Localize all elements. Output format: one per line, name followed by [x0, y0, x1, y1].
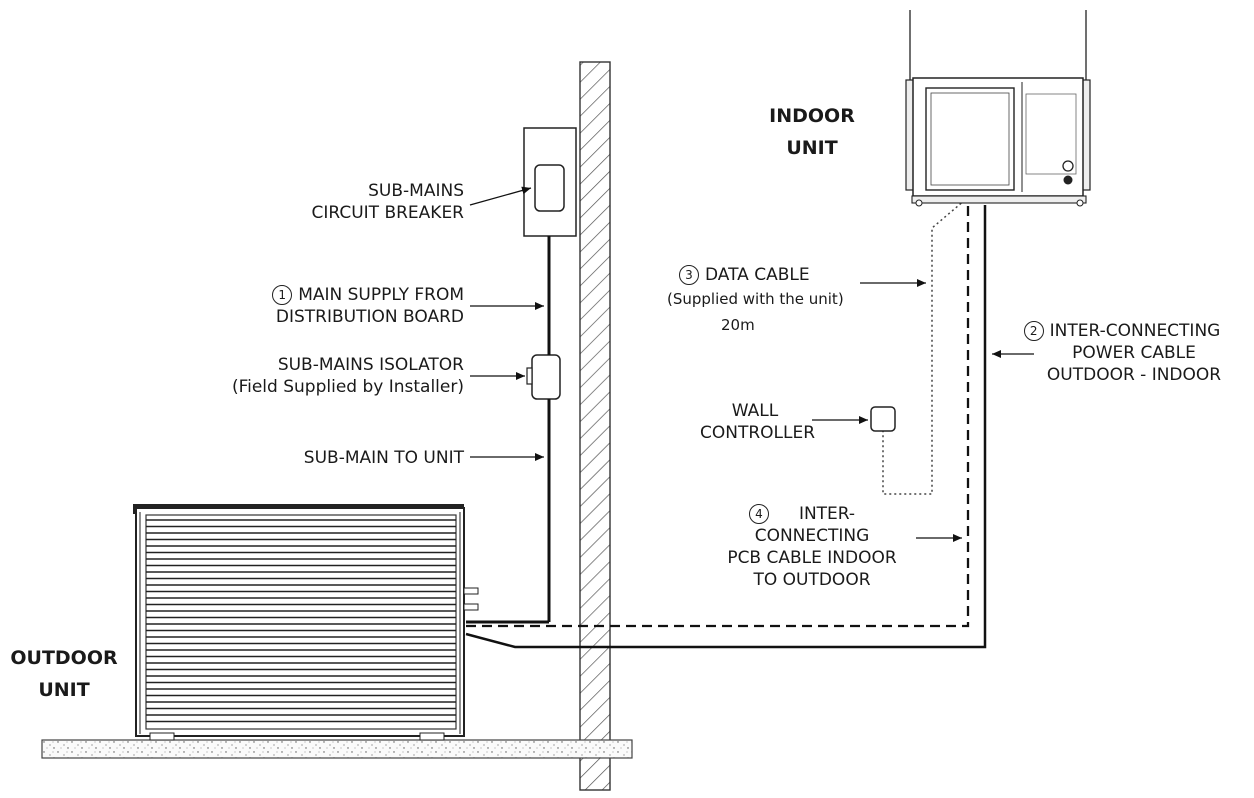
data-cable	[882, 199, 966, 495]
main-supply-text: MAIN SUPPLY FROM	[298, 285, 464, 305]
outdoor-unit-drawing	[133, 504, 479, 741]
interconnecting-pcb-label-line: CONNECTING	[754, 526, 870, 546]
wall-controller-box	[870, 406, 896, 432]
pcb-cable	[466, 205, 970, 628]
interconnecting-pcb-label-line: PCB CABLE INDOOR	[727, 548, 897, 568]
ground-slab	[41, 739, 633, 759]
interconnecting-power-label-line: POWER CABLE	[1072, 343, 1196, 363]
outdoor-unit-label-line: UNIT	[38, 679, 90, 701]
isolator-label-line: (Field Supplied by Installer)	[231, 377, 464, 397]
breaker-label: SUB-MAINS CIRCUIT BREAKER	[280, 180, 464, 224]
pipe-stub	[463, 603, 479, 611]
interconnecting-pcb-label: 4 INTER- CONNECTING PCB CABLE INDOOR TO O…	[690, 503, 914, 591]
data-cable-label-line: 20m	[721, 316, 755, 334]
sub-main-to-unit-text: SUB-MAIN TO UNIT	[303, 448, 464, 468]
wall-controller-label: WALL CONTROLLER	[700, 400, 816, 444]
interconnecting-pcb-label-line: TO OUTDOOR	[753, 570, 871, 590]
outdoor-unit-foot	[419, 732, 445, 741]
number-badge: 2	[1023, 321, 1044, 341]
breaker-enclosure	[523, 127, 577, 237]
wall-controller-label-line: CONTROLLER	[700, 423, 816, 443]
main-supply-label-line: DISTRIBUTION BOARD	[275, 307, 464, 327]
power-cable	[465, 205, 987, 649]
isolator-label: SUB-MAINS ISOLATOR (Field Supplied by In…	[160, 354, 464, 398]
outdoor-unit-grille-frame	[145, 514, 457, 730]
number-badge: 4	[748, 504, 769, 524]
outdoor-unit-label-line: OUTDOOR	[10, 647, 118, 669]
breaker-label-line: CIRCUIT BREAKER	[311, 203, 464, 223]
sub-main-to-unit-label: SUB-MAIN TO UNIT	[200, 447, 464, 469]
number-badge: 3	[679, 265, 699, 285]
number-badge: 1	[272, 285, 293, 305]
data-cable-text: DATA CABLE	[705, 265, 810, 285]
interconnecting-power-label-line: OUTDOOR - INDOOR	[1046, 365, 1222, 385]
data-cable-label-line: (Supplied with the unit)	[667, 290, 844, 308]
main-supply-cable	[466, 236, 551, 624]
breaker-label-line: SUB-MAINS	[368, 181, 464, 201]
indoor-unit-label: INDOOR UNIT	[752, 100, 872, 164]
interconnecting-pcb-text: INTER-	[798, 504, 856, 524]
outdoor-unit-label: OUTDOOR UNIT	[4, 642, 124, 706]
indoor-unit-label-line: UNIT	[786, 137, 838, 159]
data-cable-label-line: 3 DATA CABLE	[667, 264, 867, 286]
isolator-box	[526, 354, 561, 400]
indoor-unit-drawing	[905, 10, 1091, 207]
pipe-stub	[463, 587, 479, 595]
wall	[579, 61, 611, 791]
interconnecting-power-text: INTER-CONNECTING	[1049, 321, 1221, 341]
indoor-unit-label-line: INDOOR	[769, 105, 855, 127]
wall-controller-label-line: WALL	[731, 401, 779, 421]
leader-arrows	[469, 186, 1034, 542]
interconnecting-pcb-label-line: 4 INTER-	[690, 503, 914, 525]
data-cable-label: 3 DATA CABLE (Supplied with the unit) 20m	[667, 264, 867, 336]
isolator-label-line: SUB-MAINS ISOLATOR	[277, 355, 464, 375]
outdoor-unit-foot	[149, 732, 175, 741]
